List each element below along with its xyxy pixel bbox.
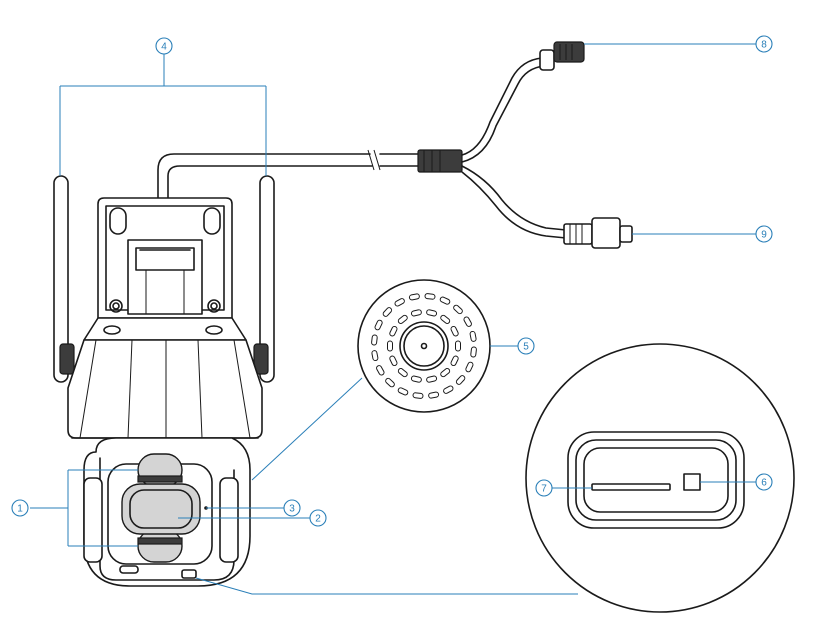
callout-7-label: 7 — [541, 484, 547, 495]
vent-slot — [394, 298, 405, 307]
callout-8-label: 8 — [761, 40, 767, 51]
vent-slot — [455, 340, 461, 352]
vent-slot — [412, 392, 424, 399]
ethernet-connector — [563, 217, 633, 249]
leader-lines — [30, 43, 756, 595]
callout-1: 1 — [11, 499, 29, 517]
cable-assembly — [157, 41, 633, 249]
camera-lens — [121, 483, 201, 535]
antenna-left — [53, 175, 75, 383]
vent-slot — [426, 309, 438, 317]
vent-slot — [397, 387, 409, 396]
vent-slot — [469, 330, 477, 342]
dc-power-connector — [539, 41, 585, 71]
callout-3: 3 — [283, 499, 301, 517]
callout-1-label: 1 — [17, 504, 23, 515]
vent-slot — [389, 325, 398, 337]
zoom-inset — [525, 343, 795, 613]
vent-slot — [410, 309, 422, 317]
vent-slot — [374, 319, 383, 331]
vent-slot — [387, 340, 393, 352]
vent-slot — [371, 334, 378, 346]
callout-5-label: 5 — [523, 342, 529, 353]
callout-9-label: 9 — [761, 230, 767, 241]
callout-3-label: 3 — [289, 504, 295, 515]
callout-7: 7 — [535, 479, 553, 497]
vent-slot — [463, 316, 472, 327]
vent-slot — [371, 350, 379, 362]
callout-2-label: 2 — [315, 514, 321, 525]
vent-slot — [440, 314, 451, 324]
callout-2: 2 — [309, 509, 327, 527]
vent-slot — [455, 375, 466, 385]
vent-slot — [465, 361, 474, 373]
spotlight-bottom — [137, 529, 183, 563]
antenna-right — [253, 175, 275, 383]
vent-slot — [389, 355, 398, 367]
vent-slot — [385, 377, 395, 388]
vent-slot — [376, 365, 385, 376]
vent-slot — [450, 355, 459, 367]
upper-housing — [67, 339, 263, 439]
callout-9: 9 — [755, 225, 773, 243]
vent-slot — [382, 307, 393, 317]
vent-slot — [424, 293, 436, 300]
callout-8: 8 — [755, 35, 773, 53]
wall-bracket — [83, 197, 247, 341]
vent-slots — [371, 293, 477, 399]
callout-4-label: 4 — [161, 42, 167, 53]
vent-slot — [397, 368, 408, 378]
heat-sink-disk — [357, 279, 491, 413]
vent-slot — [453, 304, 463, 315]
vent-slot — [470, 346, 477, 358]
vent-slot — [397, 314, 408, 324]
vent-slot — [410, 375, 422, 383]
vent-slot — [440, 368, 451, 378]
callout-6-label: 6 — [761, 478, 767, 489]
cable-splitter — [417, 149, 463, 173]
callout-6: 6 — [755, 473, 773, 491]
vent-slot — [426, 375, 438, 383]
callout-4: 4 — [155, 37, 173, 55]
vent-slot — [443, 385, 454, 394]
callout-5: 5 — [517, 337, 535, 355]
vent-slot — [428, 391, 440, 399]
spotlight-top — [137, 453, 183, 487]
vent-slot — [408, 293, 420, 301]
tf-card-slot — [591, 483, 671, 491]
vent-slot — [439, 296, 451, 305]
vent-slot — [450, 325, 459, 337]
